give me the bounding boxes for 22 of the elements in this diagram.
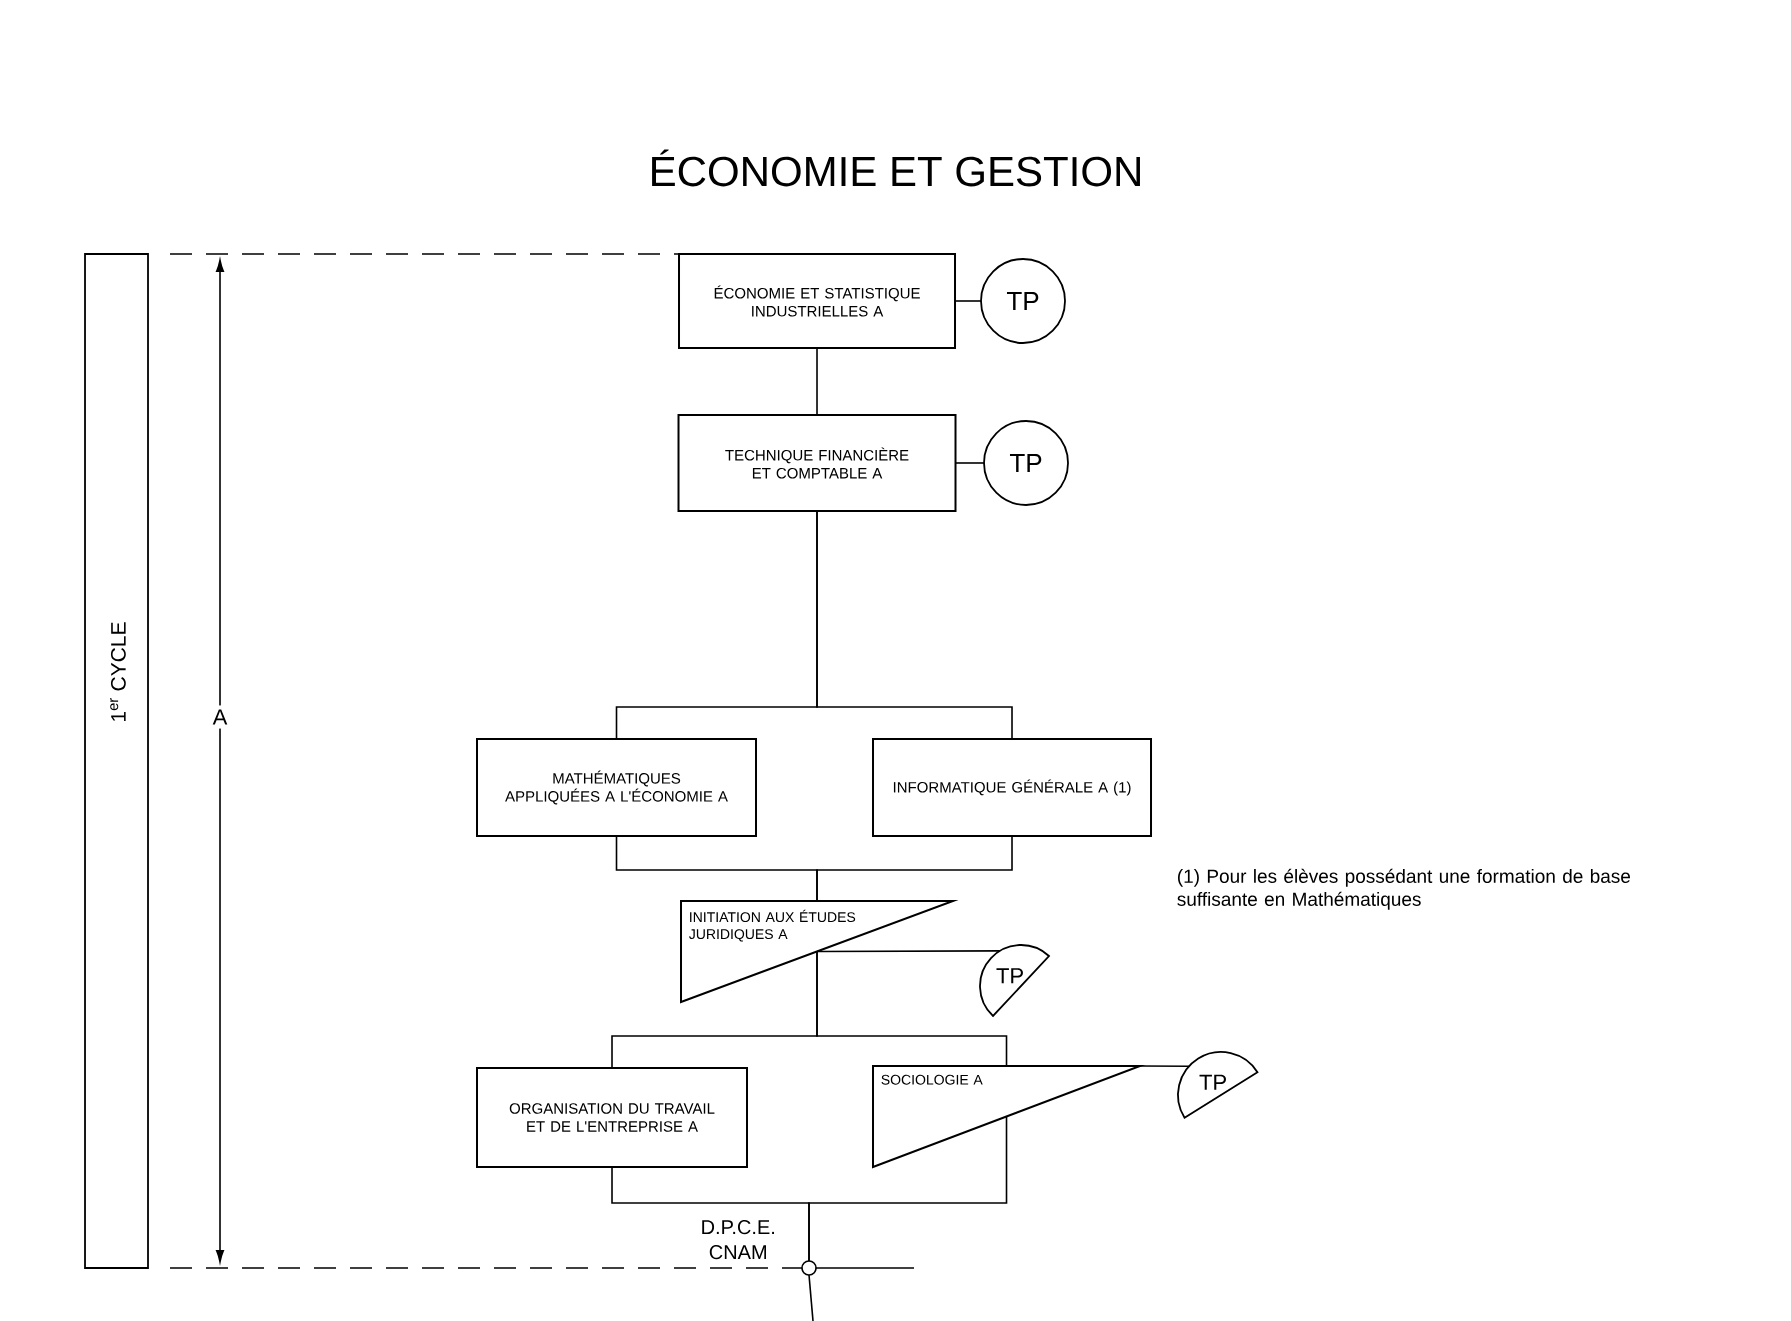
connector-line	[954, 300, 982, 302]
footnote: (1) Pour les élèves possédant une formation de base suffisante en Mathématiques	[1177, 868, 1631, 910]
process-box: ORGANISATION DU TRAVAIL ET DE L'ENTREPRISE A	[476, 1067, 748, 1168]
process-box: INFORMATIQUE GÉNÉRALE A (1)	[872, 738, 1152, 837]
title: ÉCONOMIE ET GESTION	[652, 149, 1140, 187]
connector-line	[954, 462, 985, 464]
connector-line	[816, 835, 1013, 902]
circle-node: TP	[983, 420, 1069, 506]
connector-line	[808, 1274, 814, 1321]
connector-line	[816, 950, 1001, 953]
connector-line	[816, 950, 1008, 1067]
circle-node: TP	[980, 258, 1066, 344]
process-box: MATHÉMATIQUES APPLIQUÉES A L'ÉCONOMIE A	[476, 738, 757, 837]
junction-label: D.P.C.E. CNAM	[702, 1220, 774, 1260]
process-box: TECHNIQUE FINANCIÈRE ET COMPTABLE A	[677, 414, 957, 512]
connector-line	[808, 1115, 1008, 1262]
dimension-label: A	[208, 705, 232, 729]
connector-line	[816, 510, 1013, 740]
cycle-band: 1$^{er}$ CYCLE	[84, 253, 149, 1269]
process-box: ÉCONOMIE ET STATISTIQUE INDUSTRIELLES A	[678, 253, 956, 349]
connector-line	[1139, 1065, 1190, 1068]
connector-line	[816, 347, 818, 416]
